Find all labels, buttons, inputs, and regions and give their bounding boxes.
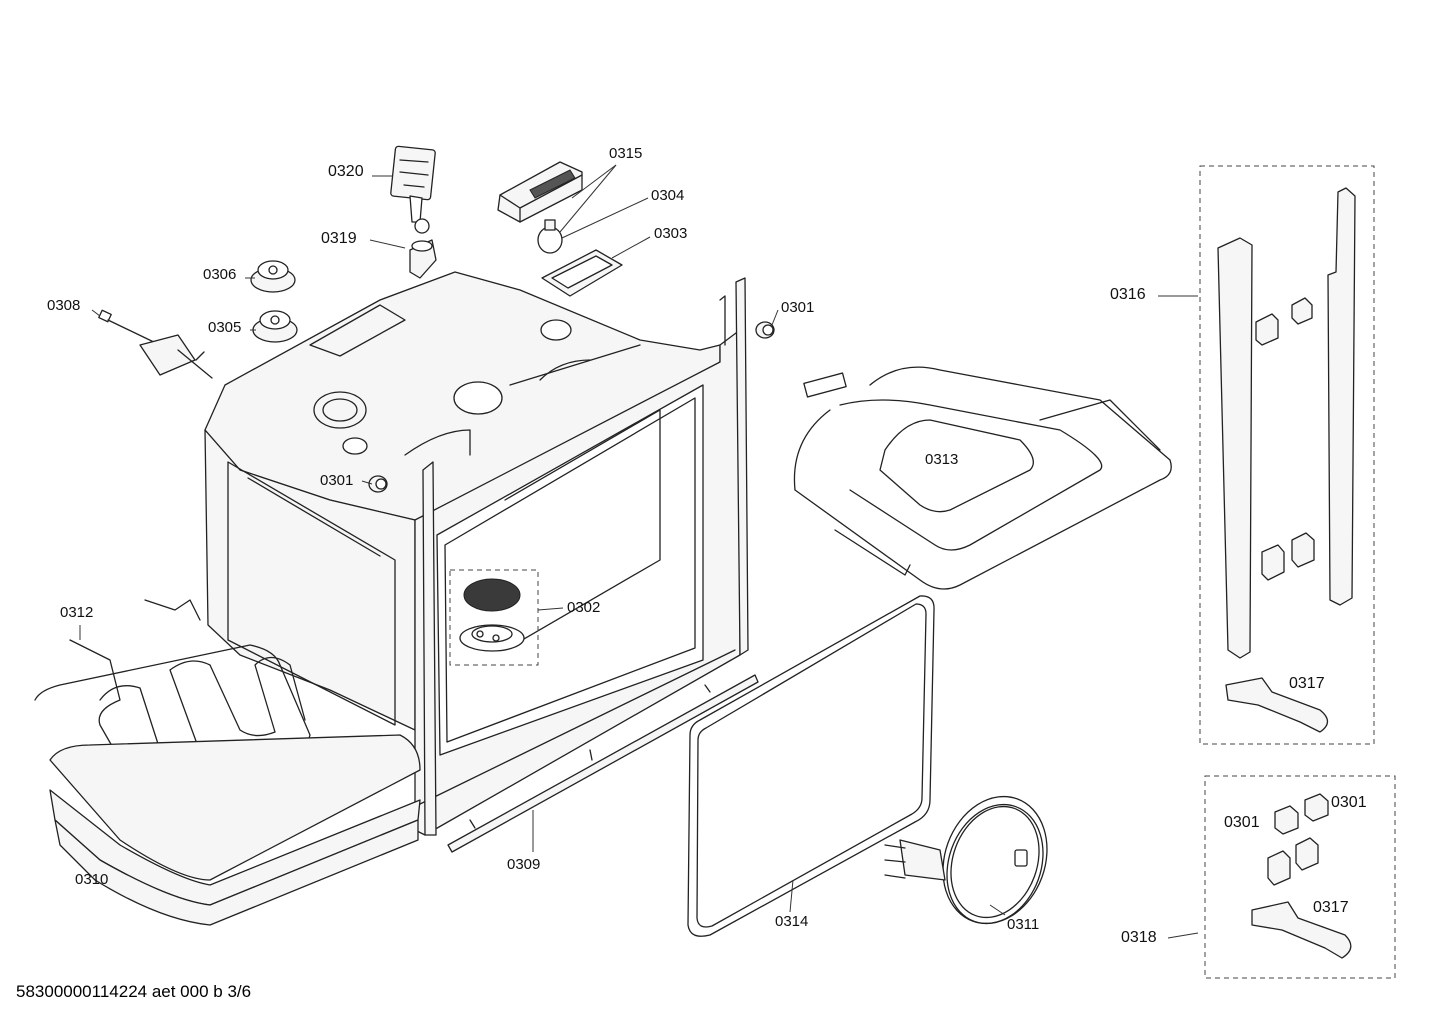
label-0318: 0318 (1121, 929, 1157, 946)
part-0303-lamp-cover (541, 249, 623, 297)
part-0306-knob (250, 260, 296, 293)
part-0305-knob (252, 310, 298, 343)
part-0320-thermostat (390, 145, 436, 234)
label-0315: 0315 (609, 145, 643, 162)
label-0314: 0314 (775, 913, 809, 930)
part-0314-door-seal (687, 595, 935, 937)
part-0304-lamp-bulb (537, 219, 563, 254)
label-0313: 0313 (925, 451, 959, 468)
label-0302: 0302 (567, 599, 601, 616)
label-0301-box-a: 0301 (1331, 794, 1367, 811)
part-0319-lamp-socket (409, 239, 437, 279)
label-0310: 0310 (75, 871, 109, 888)
leader-lines (79, 164, 1199, 939)
part-0318-group (1204, 775, 1396, 979)
label-0309: 0309 (507, 856, 541, 873)
part-0301-nut-mid (368, 475, 388, 493)
label-0305: 0305 (208, 319, 242, 336)
part-0301-nut-top (755, 321, 775, 339)
part-0309-rail (447, 674, 759, 853)
part-0302-group (449, 569, 539, 666)
label-0320: 0320 (328, 163, 364, 180)
label-0301-top: 0301 (781, 299, 815, 316)
label-0306: 0306 (203, 266, 237, 283)
part-0315-transformer (497, 161, 583, 223)
label-0312: 0312 (60, 604, 94, 621)
label-0301-mid: 0301 (320, 472, 354, 489)
part-0311-ring-element (884, 795, 1048, 925)
oven-cavity (204, 271, 749, 836)
part-0308-switch (98, 309, 213, 379)
label-0317-bottom: 0317 (1313, 899, 1349, 916)
label-0304: 0304 (651, 187, 685, 204)
label-0308: 0308 (47, 297, 81, 314)
label-0317-top: 0317 (1289, 675, 1325, 692)
label-0311: 0311 (1007, 916, 1040, 933)
part-0310-insulation (49, 734, 421, 926)
label-0316: 0316 (1110, 286, 1146, 303)
label-0303: 0303 (654, 225, 688, 242)
part-0316-group (1199, 165, 1375, 745)
document-footer-code: 58300000114224 aet 000 b 3/6 (16, 982, 252, 1001)
label-0301-box-b: 0301 (1224, 814, 1260, 831)
label-0319: 0319 (321, 230, 357, 247)
part-0313-grill-element (793, 366, 1172, 590)
